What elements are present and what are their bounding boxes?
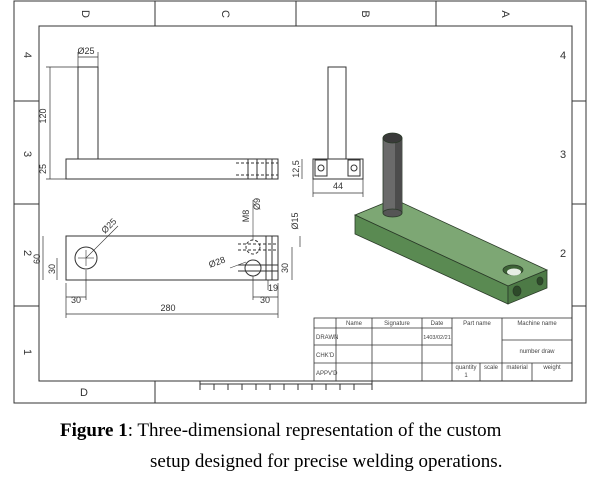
- zone-label: 2: [21, 250, 33, 256]
- sheet-outer-border: [13, 0, 587, 404]
- dim-width-30-right: 30: [280, 263, 290, 273]
- tb-weight: weight: [542, 365, 561, 371]
- front-view: [46, 52, 279, 180]
- zone-label: 4: [21, 52, 33, 58]
- zone-label: B: [359, 10, 371, 17]
- dim-diameter-9: Ø9: [252, 198, 262, 210]
- zone-label: C: [219, 10, 231, 18]
- dim-diameter-28: Ø28: [207, 255, 226, 270]
- zone-dividers: [14, 1, 586, 403]
- sheet-inner-border: [38, 25, 573, 382]
- title-block-text: Name Signature Date Part name Machine na…: [316, 321, 561, 379]
- caption-text-2: setup designed for precise welding opera…: [150, 451, 503, 472]
- dim-length-280: 280: [160, 303, 175, 313]
- dim-length-30-right: 30: [260, 295, 270, 305]
- dim-length-30-left: 30: [71, 295, 81, 305]
- tb-approved: APPV'D: [316, 371, 338, 377]
- zone-label: 2: [560, 248, 566, 260]
- zone-label: A: [499, 10, 511, 18]
- dim-width-30-left: 30: [47, 264, 57, 274]
- model-post-top: [382, 132, 403, 144]
- scale-ruler: [199, 381, 373, 390]
- tb-part-name: Part name: [463, 321, 491, 327]
- dim-diameter-25-hole: Ø25: [99, 216, 118, 235]
- left-zone-labels: 4 3 2 1: [21, 52, 33, 355]
- side-view: [301, 66, 364, 197]
- tb-col-signature: Signature: [384, 321, 410, 327]
- zone-label: 4: [560, 50, 566, 62]
- caption-text-1: : Three-dimensional representation of th…: [127, 420, 502, 441]
- engineering-drawing-sheet: D C B A 4 3 2 1 4 3 2 D: [13, 0, 587, 404]
- tb-scale: scale: [484, 365, 499, 371]
- zone-label: 1: [21, 349, 33, 355]
- tb-machine-name: Machine name: [517, 321, 557, 327]
- isometric-model: [354, 132, 548, 305]
- dim-diameter-25-post: Ø25: [77, 46, 94, 56]
- zone-label: 3: [21, 151, 33, 157]
- tb-drawn: DRAWN: [316, 335, 338, 341]
- tb-col-name: Name: [346, 321, 363, 327]
- dim-length-120: 120: [38, 108, 48, 123]
- title-block: [313, 317, 573, 382]
- dim-length-25: 25: [38, 164, 48, 174]
- tb-col-date: Date: [431, 321, 444, 327]
- figure-caption-line-2: setup designed for precise welding opera…: [150, 451, 502, 473]
- model-hole: [512, 285, 522, 297]
- tb-material: material: [506, 365, 527, 371]
- zone-label: D: [79, 10, 91, 18]
- tb-quantity-value: 1: [464, 373, 468, 379]
- figure-caption-line-1: Figure 1: Three-dimensional representati…: [60, 420, 501, 442]
- figure-label: Figure 1: [60, 420, 128, 441]
- dim-width-60: 60: [32, 254, 42, 264]
- dim-width-44: 44: [333, 181, 343, 191]
- zone-label: D: [80, 387, 88, 399]
- dim-height-12-5: 12,5: [291, 160, 301, 178]
- model-hole: [536, 276, 544, 286]
- tb-checked: CHK'D: [316, 353, 335, 359]
- dim-diameter-15: Ø15: [290, 212, 300, 229]
- right-zone-labels: 4 3 2: [560, 50, 566, 260]
- dim-thread-m8: M8: [241, 210, 251, 223]
- tb-quantity: quantity: [455, 365, 476, 371]
- dim-width-19: 19: [268, 283, 278, 293]
- tb-drawn-date: 1403/02/21: [423, 335, 451, 341]
- top-view: [42, 200, 301, 318]
- zone-label: 3: [560, 149, 566, 161]
- top-zone-labels: D C B A: [79, 10, 511, 18]
- tb-number-draw: number draw: [519, 349, 555, 355]
